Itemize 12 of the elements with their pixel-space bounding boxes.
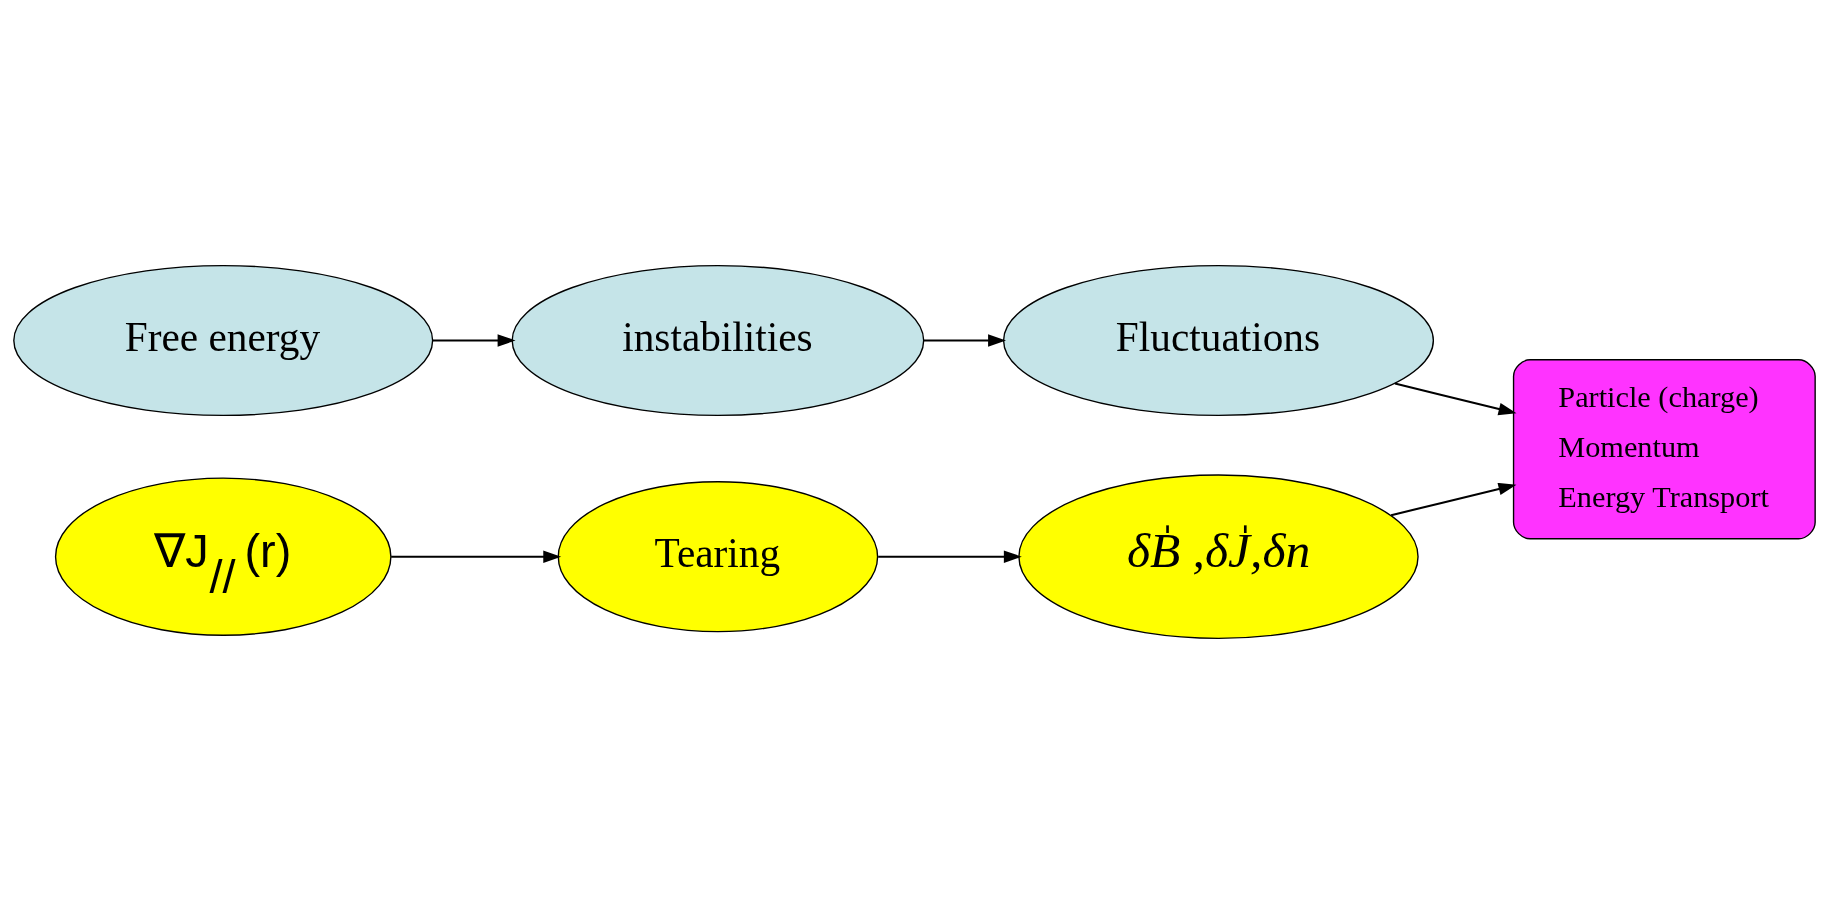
arrow	[878, 549, 1022, 563]
arrow	[391, 549, 562, 563]
node-ellipse: instabilities	[511, 264, 925, 416]
arrow	[1394, 382, 1517, 415]
node-ellipse: δB̍ ,δJ̍,δn	[1018, 473, 1419, 639]
arrow	[923, 333, 1006, 347]
arrow	[1390, 482, 1517, 516]
node-box: Particle (charge) Momentum Energy Transport	[1512, 358, 1816, 539]
arrow	[432, 333, 516, 347]
node-ellipse: Fluctuations	[1002, 264, 1435, 416]
node-ellipse: Tearing	[557, 480, 879, 632]
node-ellipse: Free energy	[13, 264, 434, 416]
